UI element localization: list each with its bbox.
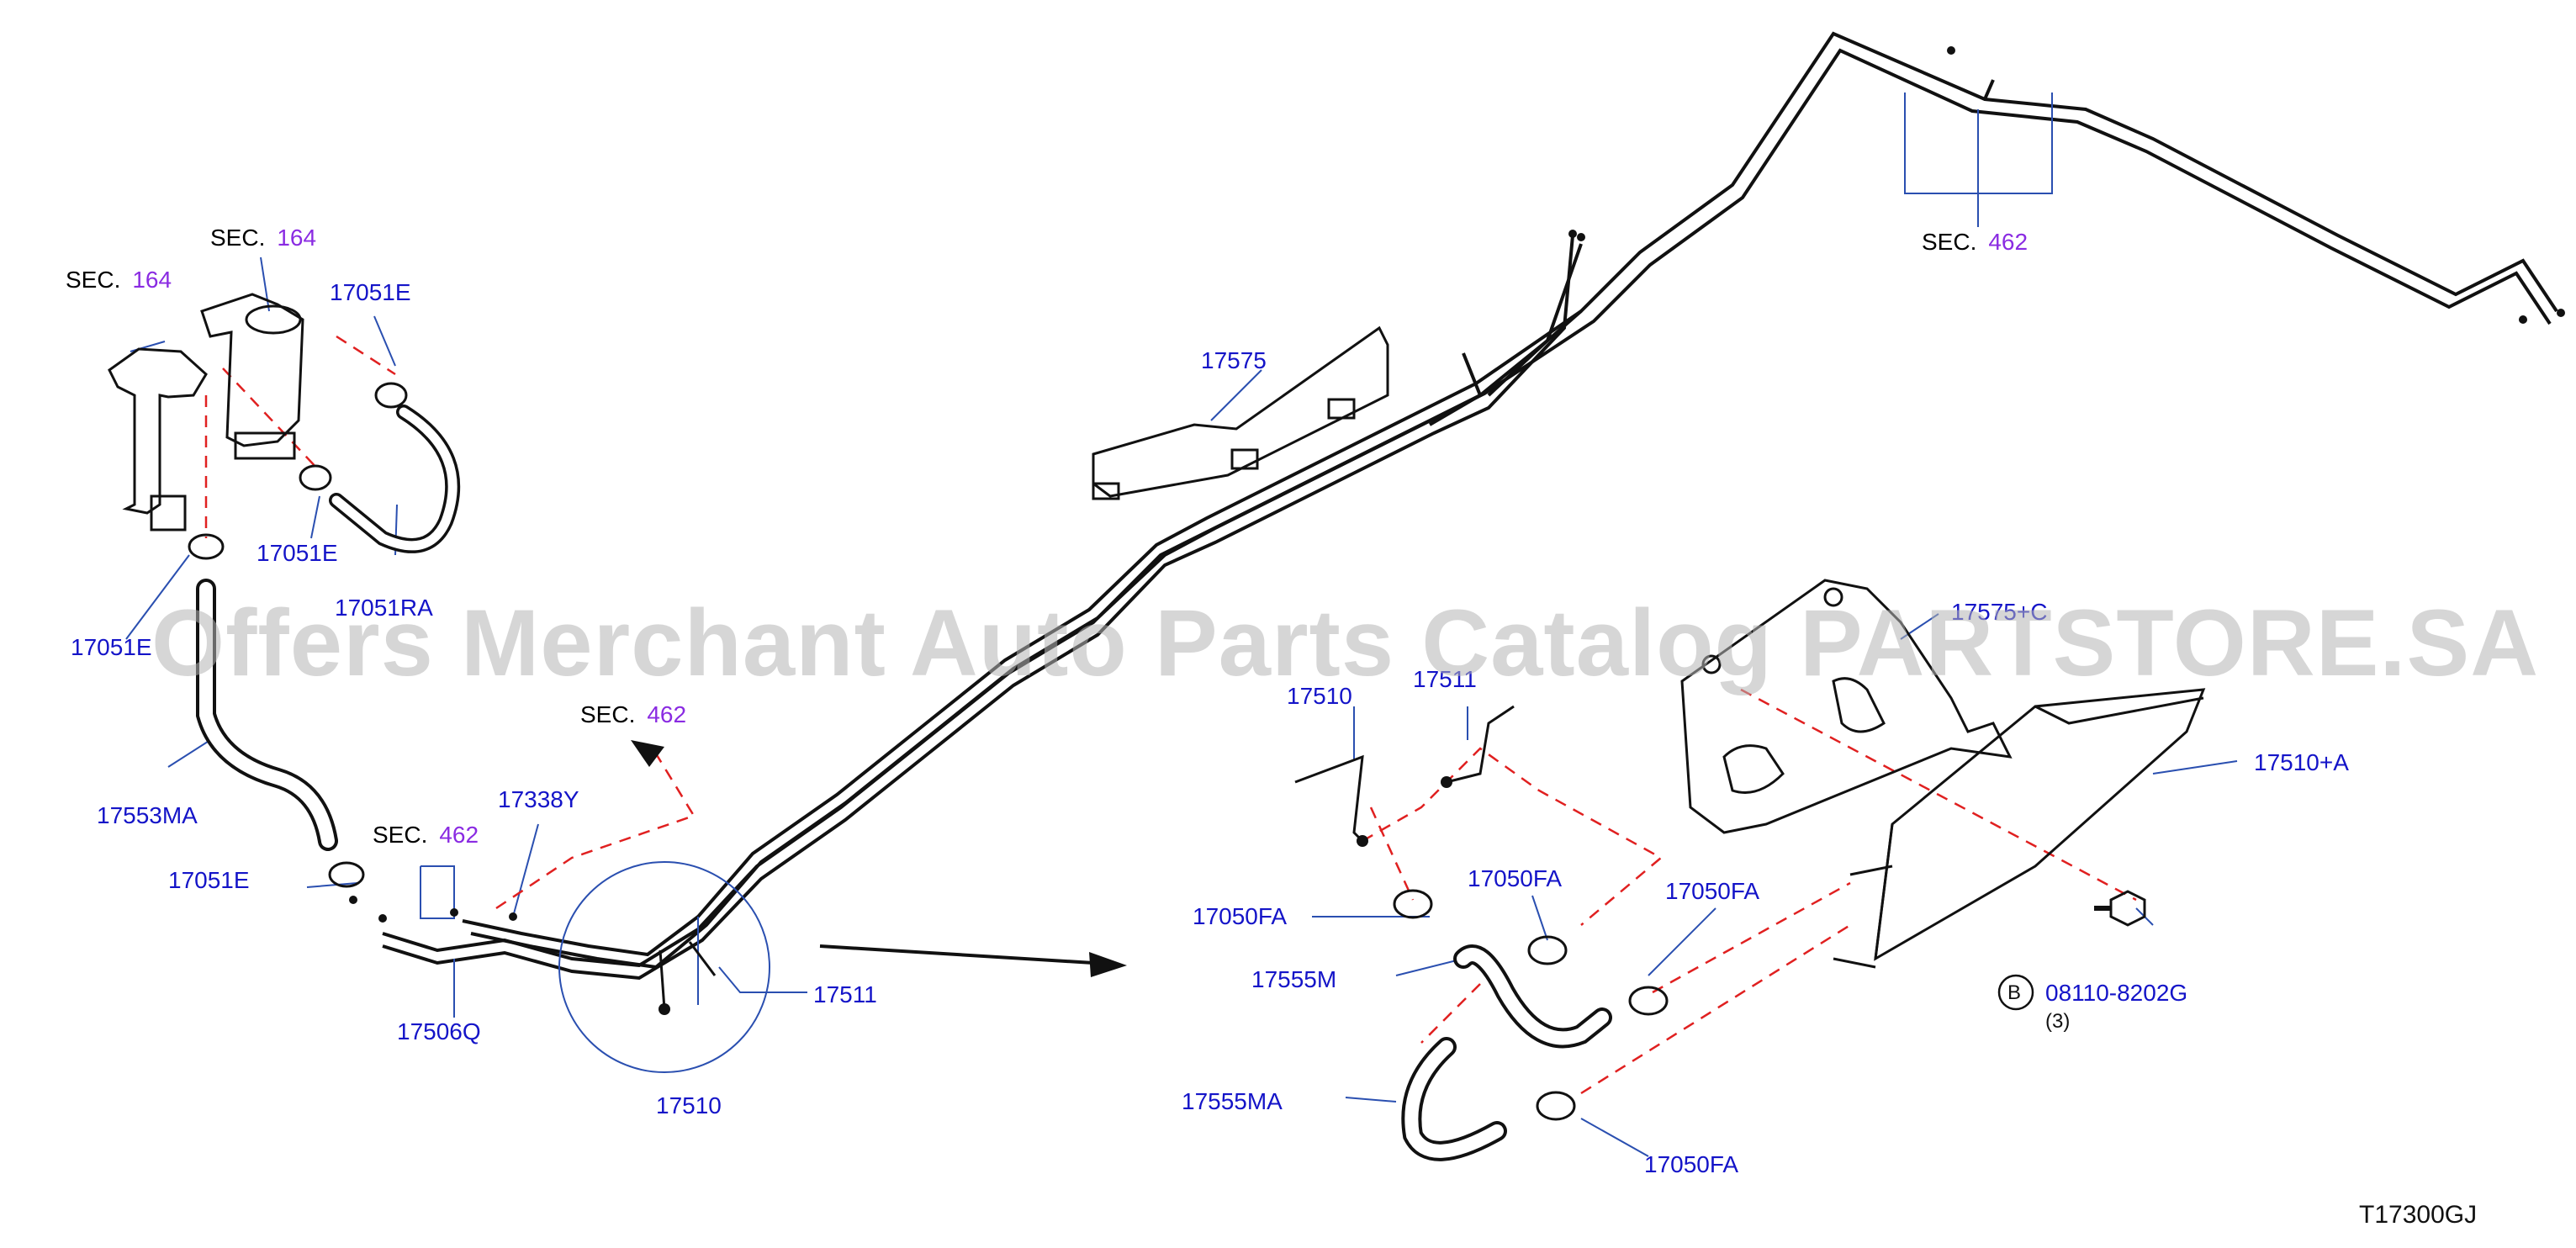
sec-164-ref-top: SEC. 164 [210, 225, 316, 251]
sec-number: 462 [647, 701, 687, 727]
watermark-text: Offers Merchant Auto Parts Catalog PARTS… [151, 590, 2540, 695]
part-17510-bundle: 17510 [656, 1092, 722, 1118]
sec-462-ref-arrow: SEC. 462 [580, 702, 686, 727]
part-17050FA-bottom: 17050FA [1644, 1151, 1739, 1177]
sec-462-ref-top-right: SEC. 462 [1922, 230, 2028, 255]
part-17575C: 17575+C [1951, 599, 2048, 625]
sec-prefix: SEC. [1922, 229, 1977, 255]
component-drawings [108, 293, 2206, 1161]
part-17051RA: 17051RA [335, 595, 433, 621]
tube-end-dots [349, 46, 2565, 1015]
part-17338Y: 17338Y [498, 786, 579, 812]
part-17050FA-left: 17050FA [1193, 903, 1288, 929]
part-17051E-bottom: 17051E [168, 867, 250, 893]
bolt-quantity: (3) [2045, 1010, 2071, 1033]
part-17510-right: 17510 [1287, 683, 1352, 709]
direction-arrow [819, 944, 1127, 977]
bolt-badge-letter: B [2007, 981, 2022, 1004]
sec-prefix: SEC. [66, 267, 121, 293]
sec-number: 462 [439, 822, 479, 848]
dashed-alignment-lines [204, 335, 2137, 1095]
sec-prefix: SEC. [580, 701, 636, 727]
sec-number: 164 [132, 267, 172, 293]
part-17575: 17575 [1201, 347, 1267, 373]
part-17553MA: 17553MA [97, 802, 198, 828]
sec-number: 164 [277, 225, 317, 251]
bolt-part-number: 08110-8202G [2045, 980, 2188, 1006]
part-17506Q: 17506Q [397, 1018, 481, 1044]
part-17510A: 17510+A [2254, 749, 2349, 775]
part-17511-bundle: 17511 [813, 981, 877, 1007]
figure-code: T17300GJ [2359, 1201, 2478, 1229]
part-17555MA: 17555MA [1182, 1088, 1283, 1114]
part-17051E-mid: 17051E [257, 540, 338, 566]
fuel-tube-bundle [382, 31, 2558, 981]
sec-462-ref-bundle: SEC. 462 [373, 822, 479, 848]
sec-prefix: SEC. [210, 225, 266, 251]
part-17555M: 17555M [1251, 966, 1337, 992]
sec-462-arrowhead [631, 740, 664, 767]
part-17511-right: 17511 [1413, 666, 1477, 692]
part-17050FA-top: 17050FA [1468, 865, 1563, 891]
sec-164-ref-left: SEC. 164 [66, 267, 172, 293]
part-17051E-left: 17051E [71, 634, 152, 660]
sec-prefix: SEC. [373, 822, 428, 848]
sec-number: 462 [1988, 229, 2029, 255]
part-17051E-top: 17051E [330, 279, 411, 305]
bolt-badge-circle [1997, 974, 2034, 1011]
part-17050FA-right: 17050FA [1665, 878, 1760, 904]
